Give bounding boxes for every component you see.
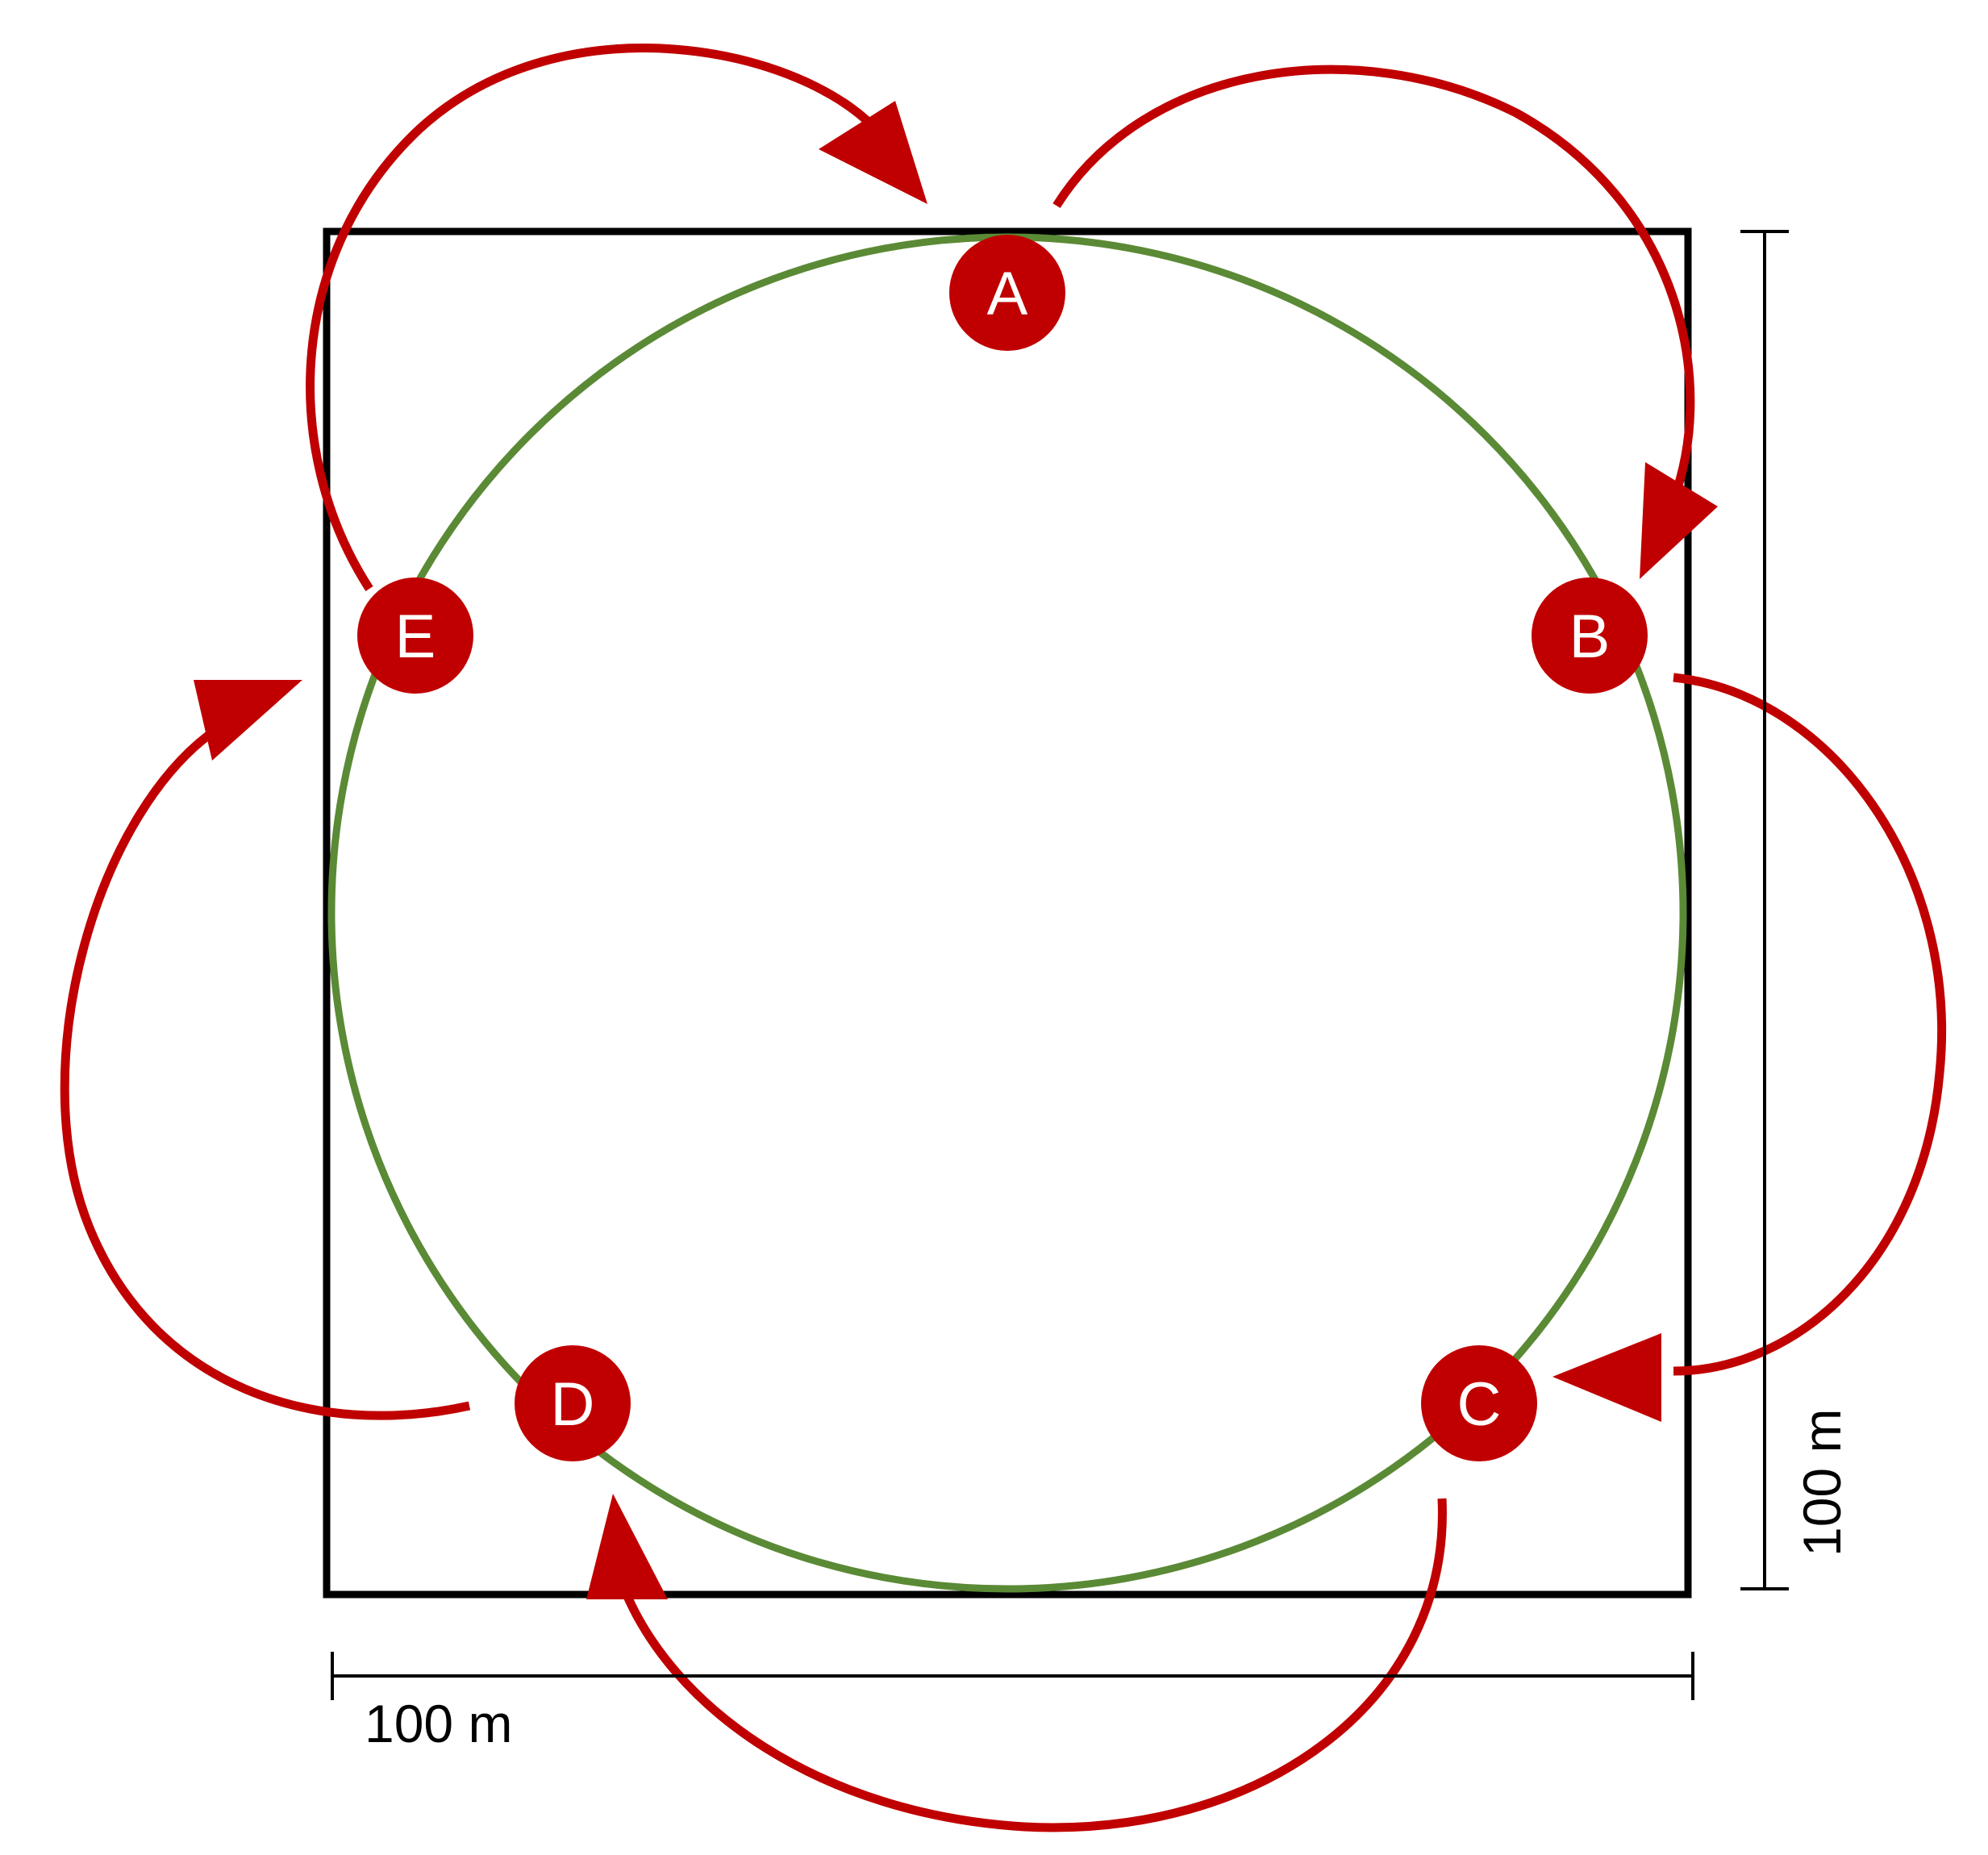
arrow-e-to-a — [306, 44, 883, 591]
node-b-marker — [1532, 577, 1648, 694]
arrowhead-at-c — [1552, 1333, 1661, 1422]
node-c-label: C — [1457, 1370, 1502, 1439]
arrow-a-to-b — [1052, 65, 1695, 502]
horizontal-scale-bar — [331, 1652, 1694, 1700]
vertical-scale-label: 100 m — [1792, 1409, 1852, 1557]
arrowhead-at-a — [819, 101, 927, 204]
node-b: B — [1532, 577, 1648, 694]
node-a-label: A — [987, 260, 1028, 328]
node-b-label: B — [1569, 602, 1611, 671]
node-d-label: D — [551, 1370, 595, 1439]
node-d-marker — [515, 1345, 631, 1461]
transition-arrows — [60, 44, 1947, 1832]
node-d: D — [515, 1345, 631, 1461]
arrowhead-at-b — [1640, 462, 1718, 579]
node-c: C — [1421, 1345, 1537, 1461]
node-a-marker — [949, 235, 1065, 351]
node-e: E — [357, 577, 473, 694]
arrow-b-to-c — [1673, 673, 1947, 1376]
arrowheads — [194, 101, 1718, 1599]
node-e-marker — [357, 577, 473, 694]
arrow-d-to-e — [60, 722, 471, 1420]
arrowhead-at-d — [586, 1494, 668, 1599]
node-e-label: E — [395, 602, 436, 671]
vertical-scale-bar — [1740, 230, 1789, 1590]
plot-boundary — [323, 227, 1692, 1599]
arrow-c-to-d — [616, 1498, 1447, 1832]
arrowhead-at-e — [194, 680, 302, 761]
node-c-marker — [1421, 1345, 1537, 1461]
node-a: A — [949, 235, 1065, 351]
horizontal-scale-label: 100 m — [365, 1694, 512, 1753]
